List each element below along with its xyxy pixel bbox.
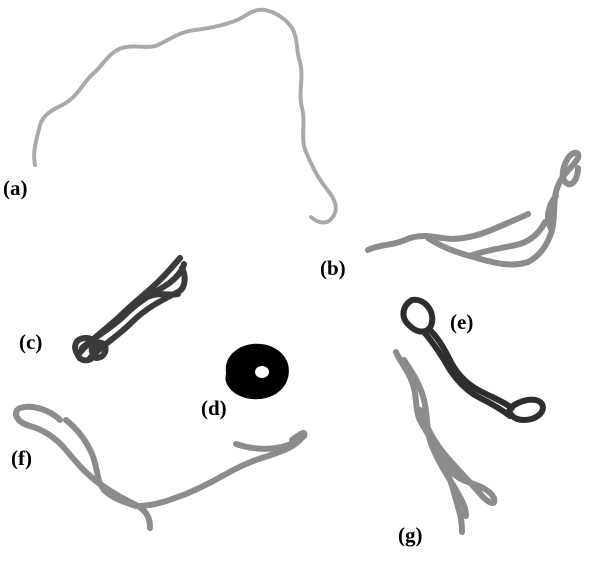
label-f: (f) — [11, 446, 32, 470]
chain-d — [225, 343, 289, 400]
label-d: (d) — [201, 396, 227, 420]
chain-f — [12, 403, 308, 531]
label-c: (c) — [19, 330, 43, 354]
label-e: (e) — [450, 310, 474, 334]
label-b: (b) — [320, 256, 346, 280]
chain-e — [400, 296, 546, 423]
label-g: (g) — [398, 523, 423, 547]
chain-a — [32, 7, 338, 225]
chain-g — [393, 349, 498, 535]
chain-c — [72, 255, 188, 364]
label-a: (a) — [3, 176, 28, 200]
chain-b — [365, 149, 582, 268]
